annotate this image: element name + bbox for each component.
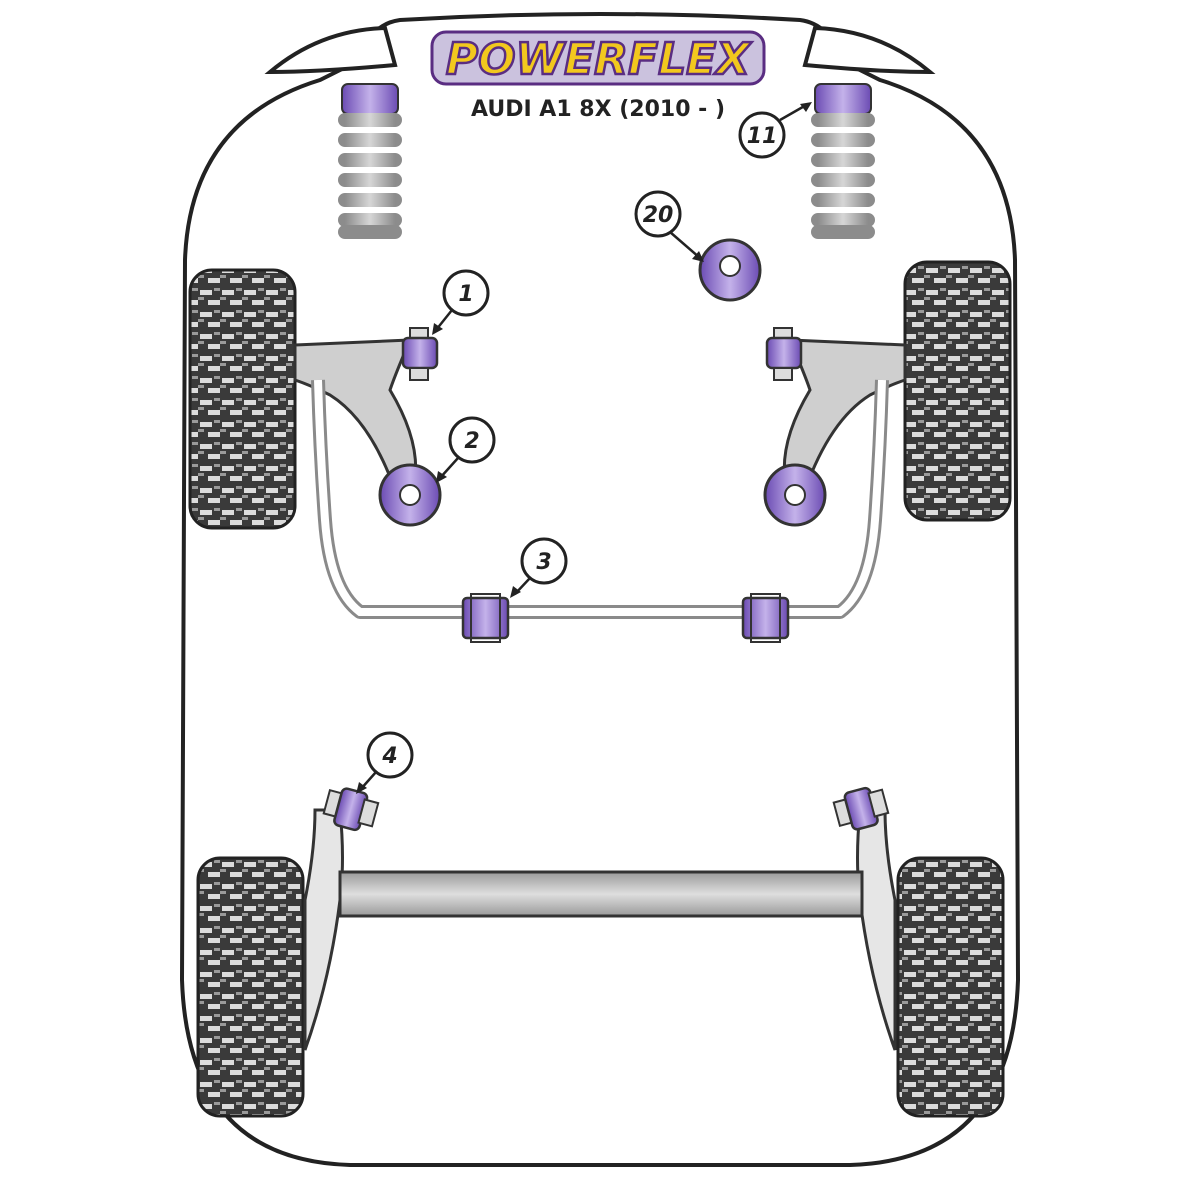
callout-20: 20 [634, 190, 704, 262]
callout-3-label: 3 [536, 550, 551, 575]
engine-mount-bushing [698, 238, 762, 302]
anti-roll-bar-left-bush [461, 593, 510, 643]
callout-11: 11 [738, 102, 812, 159]
rear-beam-left-arm [303, 808, 344, 1051]
logo-text: POWERFLEX [446, 34, 752, 85]
left-mirror [264, 25, 398, 75]
rear-beam-right-bush [832, 786, 890, 831]
callout-4-label: 4 [381, 744, 397, 769]
rear-beam-right-arm [856, 808, 897, 1051]
front-left-wishbone-front-bush [401, 327, 439, 381]
right-spring [811, 83, 875, 239]
callout-11-label: 11 [747, 124, 778, 149]
callout-2-label: 2 [464, 429, 479, 454]
rear-left-tyre [196, 856, 305, 1118]
callout-3: 3 [510, 537, 568, 598]
callout-1-label: 1 [458, 282, 473, 307]
anti-roll-bar-right-bush [741, 593, 790, 643]
front-right-wishbone-front-bush [765, 327, 803, 381]
front-left-tyre [188, 268, 297, 530]
callout-20-label: 20 [643, 203, 674, 228]
callout-2: 2 [436, 416, 496, 483]
rear-beam-left-bush [322, 787, 380, 832]
callout-1: 1 [432, 269, 490, 335]
right-mirror [802, 25, 936, 75]
front-right-wishbone-rear-bush [763, 463, 827, 527]
left-spring [338, 83, 402, 239]
powerflex-logo: POWERFLEX [430, 30, 766, 86]
callout-4: 4 [356, 731, 414, 794]
rear-torsion-beam [338, 870, 864, 918]
front-right-tyre [903, 260, 1012, 522]
front-left-wishbone-rear-bush [378, 463, 442, 527]
rear-right-tyre [896, 856, 1005, 1118]
model-title: AUDI A1 8X (2010 - ) [471, 97, 725, 122]
